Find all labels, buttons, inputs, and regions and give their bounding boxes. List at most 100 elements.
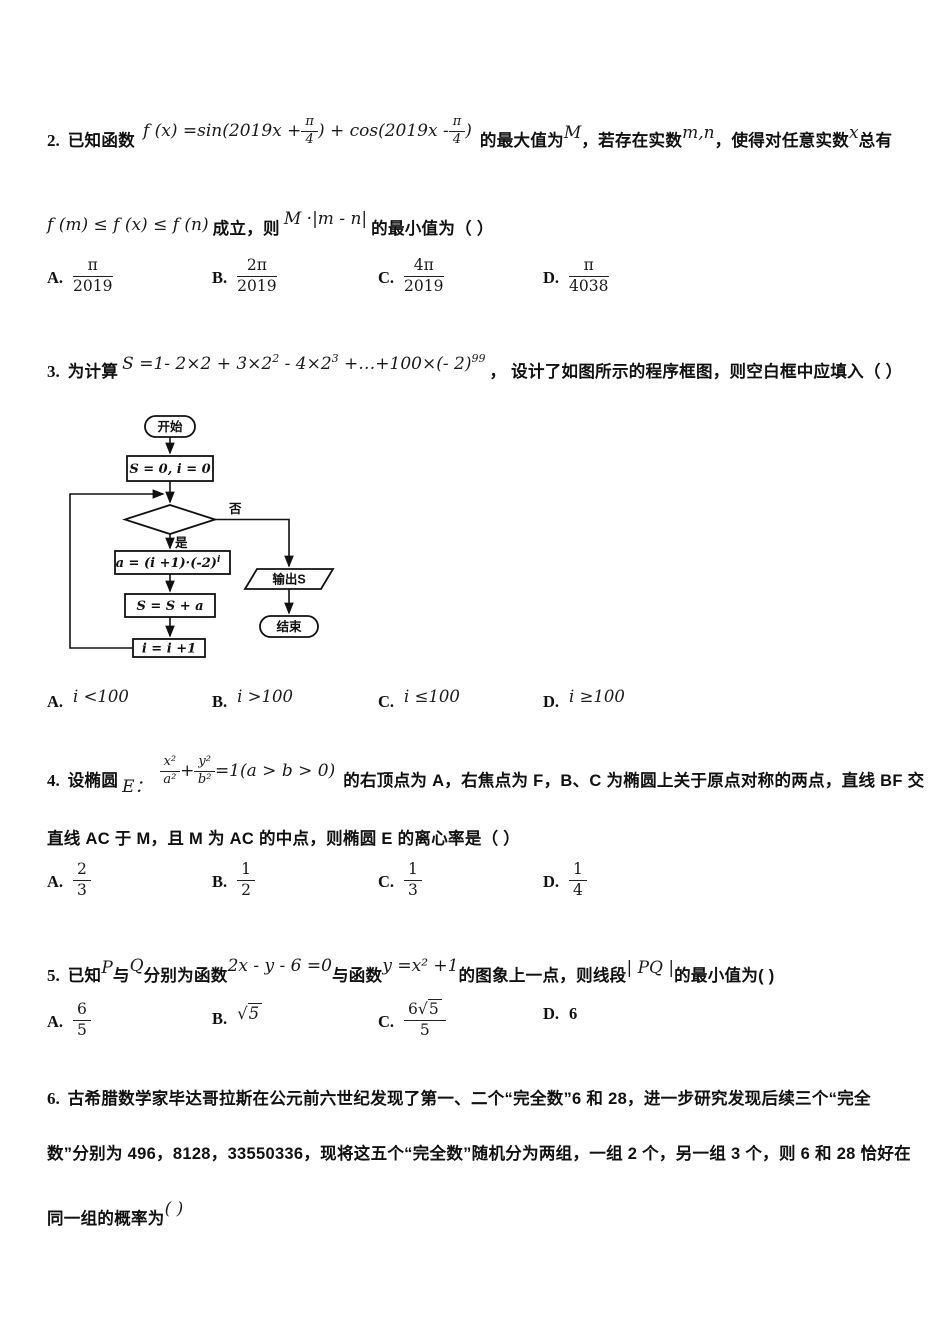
question-6-number: 6.	[47, 1089, 60, 1108]
question-4-text: 的右顶点为 A，右焦点为 F，B、C 为椭圆上关于原点对称的两点，直线 BF 交	[343, 772, 925, 790]
question-5-text: 的最小值为( )	[674, 967, 775, 985]
option-label: C.	[378, 692, 395, 711]
increment-node	[132, 638, 206, 658]
output-node	[243, 568, 335, 590]
question-2-text: 已知函数	[67, 132, 135, 150]
question-5-text: 的图象上一点，则线段	[458, 967, 627, 985]
question-5-stem: 5.已知P与Q分别为函数2x - y - 6 =0与函数y =x² +1的图象上…	[47, 946, 927, 997]
question-5-text: 与函数	[331, 967, 383, 985]
question-2-number: 2.	[47, 131, 60, 150]
option-c: C.i ≤100	[378, 687, 460, 711]
program-flowchart: 开始 S = 0, i = 0 否 是 a = (i +1)·(-2)i S =…	[69, 415, 335, 658]
accumulate-node	[124, 593, 216, 618]
question-3-stem: 3. 为计算 S =1- 2×2 + 3×22 - 4×23 +…+100×(- …	[47, 342, 902, 390]
output-label: 输出S	[272, 572, 305, 587]
math-var-E: E：	[122, 777, 152, 797]
question-3-text: 为计算	[67, 363, 119, 381]
question-2-text: 的最小值为（ ）	[371, 220, 494, 238]
option-label: B.	[212, 692, 228, 711]
option-label: A.	[47, 692, 64, 711]
option-label: B.	[212, 1009, 228, 1028]
sqrt-5: √5	[237, 1003, 263, 1023]
end-node	[259, 615, 319, 638]
loop-back-line	[69, 489, 165, 649]
option-label: A.	[47, 267, 64, 287]
option-d: D.6	[543, 1004, 578, 1023]
question-3-number: 3.	[47, 362, 60, 381]
question-5-formula-pq: | PQ |	[626, 958, 675, 978]
question-6-line1: 6.古希腊数学家毕达哥拉斯在公元前六世纪发现了第一、二个“完全数”6 和 28，…	[47, 1089, 871, 1108]
question-4-number: 4.	[47, 771, 60, 790]
yes-label: 是	[174, 536, 188, 550]
math-var-Q: Q	[129, 956, 144, 976]
question-2-stem-line2: f (m) ≤ f (x) ≤ f (n) 成立，则 M ·|m - n| 的最…	[47, 204, 494, 245]
option-label: D.	[543, 692, 560, 711]
option-label: B.	[212, 267, 228, 287]
increment-label: i = i +1	[142, 642, 196, 657]
question-2-text: 的最大值为	[479, 132, 564, 150]
question-2-text: ，若存在实数	[581, 132, 683, 150]
question-5-text: 已知	[67, 967, 102, 985]
init-label: S = 0, i = 0	[129, 462, 210, 477]
assign-label: a = (i +1)·(-2)i	[116, 555, 221, 571]
question-2-text: 总有	[858, 132, 893, 150]
answer-parentheses: ( )	[164, 1199, 184, 1219]
question-4-text: 设椭圆	[67, 772, 119, 790]
option-b: B.i >100	[212, 687, 293, 711]
question-2-formula-mmn: M ·|m - n|	[283, 209, 368, 229]
question-5-formula-line: 2x - y - 6 =0	[227, 956, 332, 976]
question-3-options: A.i <100 B.i >100 C.i ≤100 D.i ≥100	[47, 687, 917, 719]
question-2-text: 成立，则	[212, 220, 280, 238]
math-var-mn: m,n	[682, 123, 715, 143]
question-3-formula-S: S =1- 2×2 + 3×22 - 4×23 +…+100×(- 2)99	[122, 352, 486, 374]
question-3-text: ， 设计了如图所示的程序框图，则空白框中应填入（ ）	[489, 363, 903, 381]
option-label: C.	[378, 267, 395, 287]
option-label: B.	[212, 871, 228, 891]
option-d: D.i ≥100	[543, 687, 625, 711]
question-5-number: 5.	[47, 966, 60, 985]
question-5-text: 与	[112, 967, 130, 985]
math-var-x: x	[849, 123, 859, 143]
math-var-P: P	[101, 958, 113, 978]
math-var-M: M	[563, 123, 582, 143]
option-label: A.	[47, 871, 64, 891]
option-b: B. √5	[212, 1003, 263, 1029]
option-label: D.	[543, 267, 560, 287]
question-5-text: 分别为函数	[143, 967, 228, 985]
question-4-stem-line2: 直线 AC 于 M，且 M 为 AC 的中点，则椭圆 E 的离心率是（ ）	[47, 826, 520, 853]
option-label: D.	[543, 871, 560, 891]
start-label: 开始	[157, 419, 183, 434]
no-label: 否	[228, 502, 242, 516]
sqrt-5: √5	[418, 999, 442, 1018]
option-a: A.i <100	[47, 687, 129, 711]
option-label: C.	[378, 1011, 395, 1031]
accumulate-label: S = S + a	[136, 599, 203, 614]
